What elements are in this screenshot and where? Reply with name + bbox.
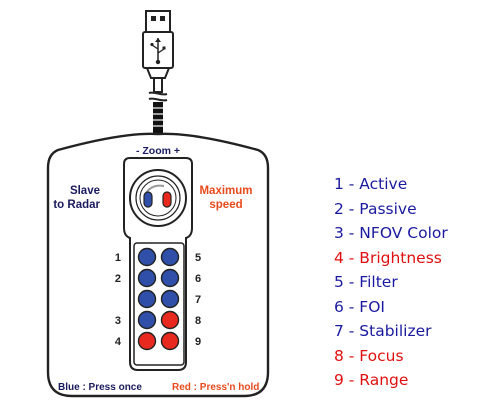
usb-cable: [148, 77, 168, 136]
row-numbers-left: 1 2 3 4: [115, 252, 122, 348]
panel-button-blue[interactable]: [160, 268, 180, 288]
row-number-label: 5: [195, 252, 201, 264]
maximum-speed-label-line1: Maximum: [199, 185, 252, 197]
panel-button-blue[interactable]: [160, 289, 180, 309]
row-number-label: 2: [115, 273, 121, 285]
legend-item: 8 - Focus: [334, 346, 404, 365]
legend-item: 9 - Range: [334, 371, 409, 389]
slave-to-radar-trigger[interactable]: [143, 191, 153, 208]
panel-button-blue[interactable]: [137, 247, 157, 267]
row-number-label: 9: [195, 336, 201, 348]
row-number-label: 7: [195, 294, 201, 306]
row-number-label: 3: [115, 315, 121, 327]
row-number-label: 1: [115, 252, 121, 264]
legend-item: 6 - FOI: [334, 297, 385, 316]
row-numbers-right: 5 6 7 8 9: [195, 252, 201, 348]
slave-to-radar-label-line2: to Radar: [53, 199, 100, 211]
panel-button-blue[interactable]: [137, 310, 157, 330]
button-grid: [137, 247, 180, 351]
legend-item: 1 - Active: [334, 175, 408, 193]
legend-item: 3 - NFOV Color: [334, 224, 448, 242]
row-number-label: 4: [115, 336, 122, 348]
panel-button-red[interactable]: [160, 310, 180, 330]
panel-button-red[interactable]: [160, 331, 180, 351]
zoom-joystick[interactable]: [129, 169, 187, 227]
panel-button-blue[interactable]: [137, 289, 157, 309]
panel-button-blue[interactable]: [137, 268, 157, 288]
legend-item: 7 - Stabilizer: [334, 322, 432, 340]
legend-item: 2 - Passive: [334, 199, 417, 218]
legend-item: 4 - Brightness: [334, 248, 442, 267]
usb-plug-icon: [142, 10, 174, 79]
footer-red-note: Red : Press'n hold: [172, 382, 259, 393]
maximum-speed-label-line2: speed: [209, 199, 242, 211]
zoom-label: - Zoom +: [136, 145, 180, 157]
panel-button-blue[interactable]: [160, 247, 180, 267]
legend-item: 5 - Filter: [334, 273, 398, 291]
button-legend: 1 - Active 2 - Passive 3 - NFOV Color 4 …: [334, 172, 448, 393]
slave-to-radar-label-line1: Slave: [70, 185, 100, 197]
panel-button-red[interactable]: [137, 331, 157, 351]
maximum-speed-trigger[interactable]: [162, 191, 172, 208]
footer-blue-note: Blue : Press once: [58, 382, 142, 393]
row-number-label: 6: [195, 273, 201, 285]
row-number-label: 8: [195, 315, 201, 327]
